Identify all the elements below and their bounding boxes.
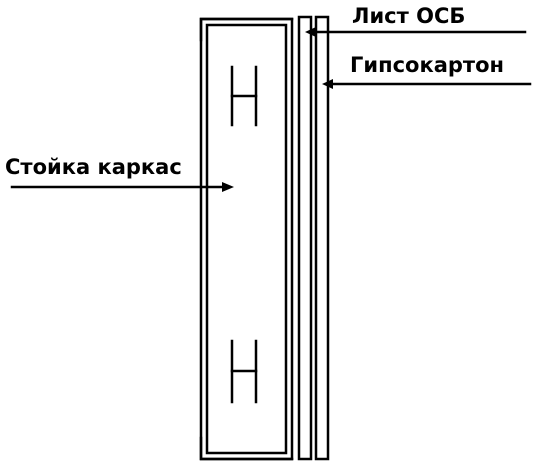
h-mark-bottom <box>230 339 258 404</box>
label-gypsum-board: Гипсокартон <box>350 53 505 77</box>
frame-stud-inner <box>205 23 288 455</box>
frame-stud <box>199 17 294 461</box>
h-mark-top <box>230 65 258 127</box>
gypsum-board <box>314 15 330 461</box>
osb-sheet <box>297 15 313 461</box>
arrow-head-gypsum <box>322 79 333 89</box>
arrow-head-stud <box>222 182 234 192</box>
label-osb-sheet: Лист ОСБ <box>352 4 466 28</box>
frame-stud-outer <box>199 17 294 461</box>
stud-bracket-top <box>199 17 294 42</box>
label-frame-stud: Стойка каркас <box>5 155 182 179</box>
stud-bracket-bottom <box>199 436 294 461</box>
arrow-head-osb <box>305 27 316 37</box>
